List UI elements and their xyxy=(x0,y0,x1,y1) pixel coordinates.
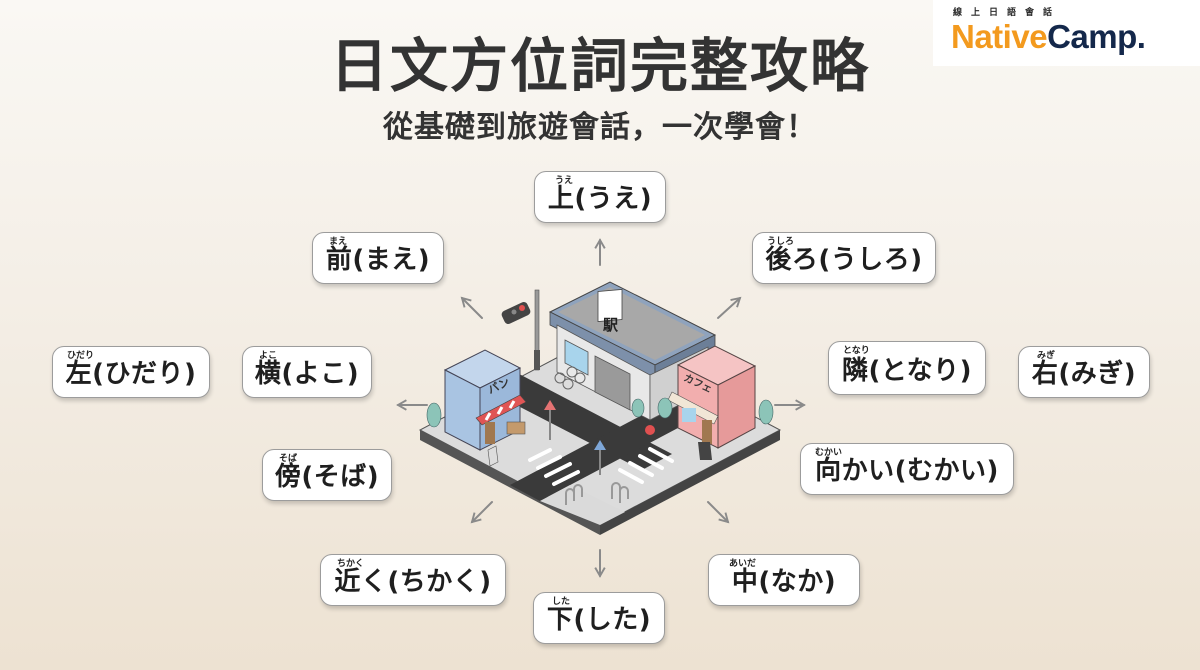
furigana: そば xyxy=(279,454,298,464)
furigana: あいだ xyxy=(729,559,757,569)
term-word: 向かい(むかい) xyxy=(815,456,999,486)
cafe-building: カフェ xyxy=(667,345,757,460)
traffic-light-icon xyxy=(501,289,540,371)
term-word: 右(みぎ) xyxy=(1031,359,1137,389)
furigana: むかい xyxy=(815,448,843,458)
hydrant-icon xyxy=(645,425,655,435)
town-illustration: 駅 パン カフェ xyxy=(418,281,782,535)
station-sign: 駅 xyxy=(602,316,619,334)
furigana: まえ xyxy=(329,237,348,247)
term-card-ue: うえ 上(うえ) xyxy=(534,171,666,223)
term-card-migi: みぎ 右(みぎ) xyxy=(1018,346,1150,398)
arrow-up-right-icon xyxy=(717,296,742,319)
bicycle-icon xyxy=(554,366,586,390)
crosswalk-right xyxy=(618,447,674,484)
term-word: 中(なか) xyxy=(731,567,837,597)
term-card-mae: まえ 前(まえ) xyxy=(312,232,444,284)
term-word: 後ろ(うしろ) xyxy=(765,245,923,275)
crosswalk-left xyxy=(528,448,580,486)
term-word: 近く(ちかく) xyxy=(334,567,492,597)
term-card-hidari: ひだり 左(ひだり) xyxy=(52,346,210,398)
logo-native: Native xyxy=(951,18,1048,55)
furigana: うえ xyxy=(555,176,574,186)
road-sign-icon xyxy=(544,400,606,475)
term-word: 上(うえ) xyxy=(547,184,653,214)
term-word: 下(した) xyxy=(546,605,652,635)
bakery-building: パン xyxy=(443,349,527,467)
nativecamp-logo[interactable]: 線上日語會話 NativeCamp. xyxy=(933,0,1200,66)
term-card-tonari: となり 隣(となり) xyxy=(828,341,986,395)
page-subtitle: 從基礎到旅遊會話，一次學會！ xyxy=(383,110,817,145)
term-card-chikaku: ちかく 近く(ちかく) xyxy=(320,554,506,606)
page-title: 日文方位詞完整攻略 xyxy=(329,32,870,100)
term-card-naka: あいだ 中(なか) xyxy=(708,554,860,606)
term-card-mukai: むかい 向かい(むかい) xyxy=(800,443,1014,495)
term-word: 傍(そば) xyxy=(274,462,380,492)
furigana: した xyxy=(552,597,571,607)
furigana: ちかく xyxy=(337,559,365,569)
term-card-soba: そば 傍(そば) xyxy=(262,449,392,501)
furigana: よこ xyxy=(259,351,278,361)
term-card-ushiro: うしろ 後ろ(うしろ) xyxy=(752,232,936,284)
term-card-shita: した 下(した) xyxy=(533,592,665,644)
term-word: 横(よこ) xyxy=(254,359,360,389)
term-word: 左(ひだり) xyxy=(65,359,197,389)
arrow-down-right-icon xyxy=(707,501,730,524)
logo-tagline: 線上日語會話 xyxy=(953,8,1062,18)
logo-camp: Camp. xyxy=(1047,18,1146,55)
furigana: うしろ xyxy=(767,237,795,247)
arrow-up-left-icon xyxy=(460,296,483,319)
furigana: となり xyxy=(843,346,870,356)
term-card-yoko: よこ 横(よこ) xyxy=(242,346,372,398)
logo-wordmark: NativeCamp. xyxy=(951,19,1200,55)
furigana: みぎ xyxy=(1037,351,1056,361)
arrow-down-left-icon xyxy=(470,501,493,524)
term-word: 隣(となり) xyxy=(842,356,972,386)
shrub-icon xyxy=(426,397,774,428)
station-building: 駅 xyxy=(548,281,717,421)
furigana: ひだり xyxy=(67,351,95,361)
bike-rack-icon xyxy=(565,482,629,505)
term-word: 前(まえ) xyxy=(325,245,431,275)
